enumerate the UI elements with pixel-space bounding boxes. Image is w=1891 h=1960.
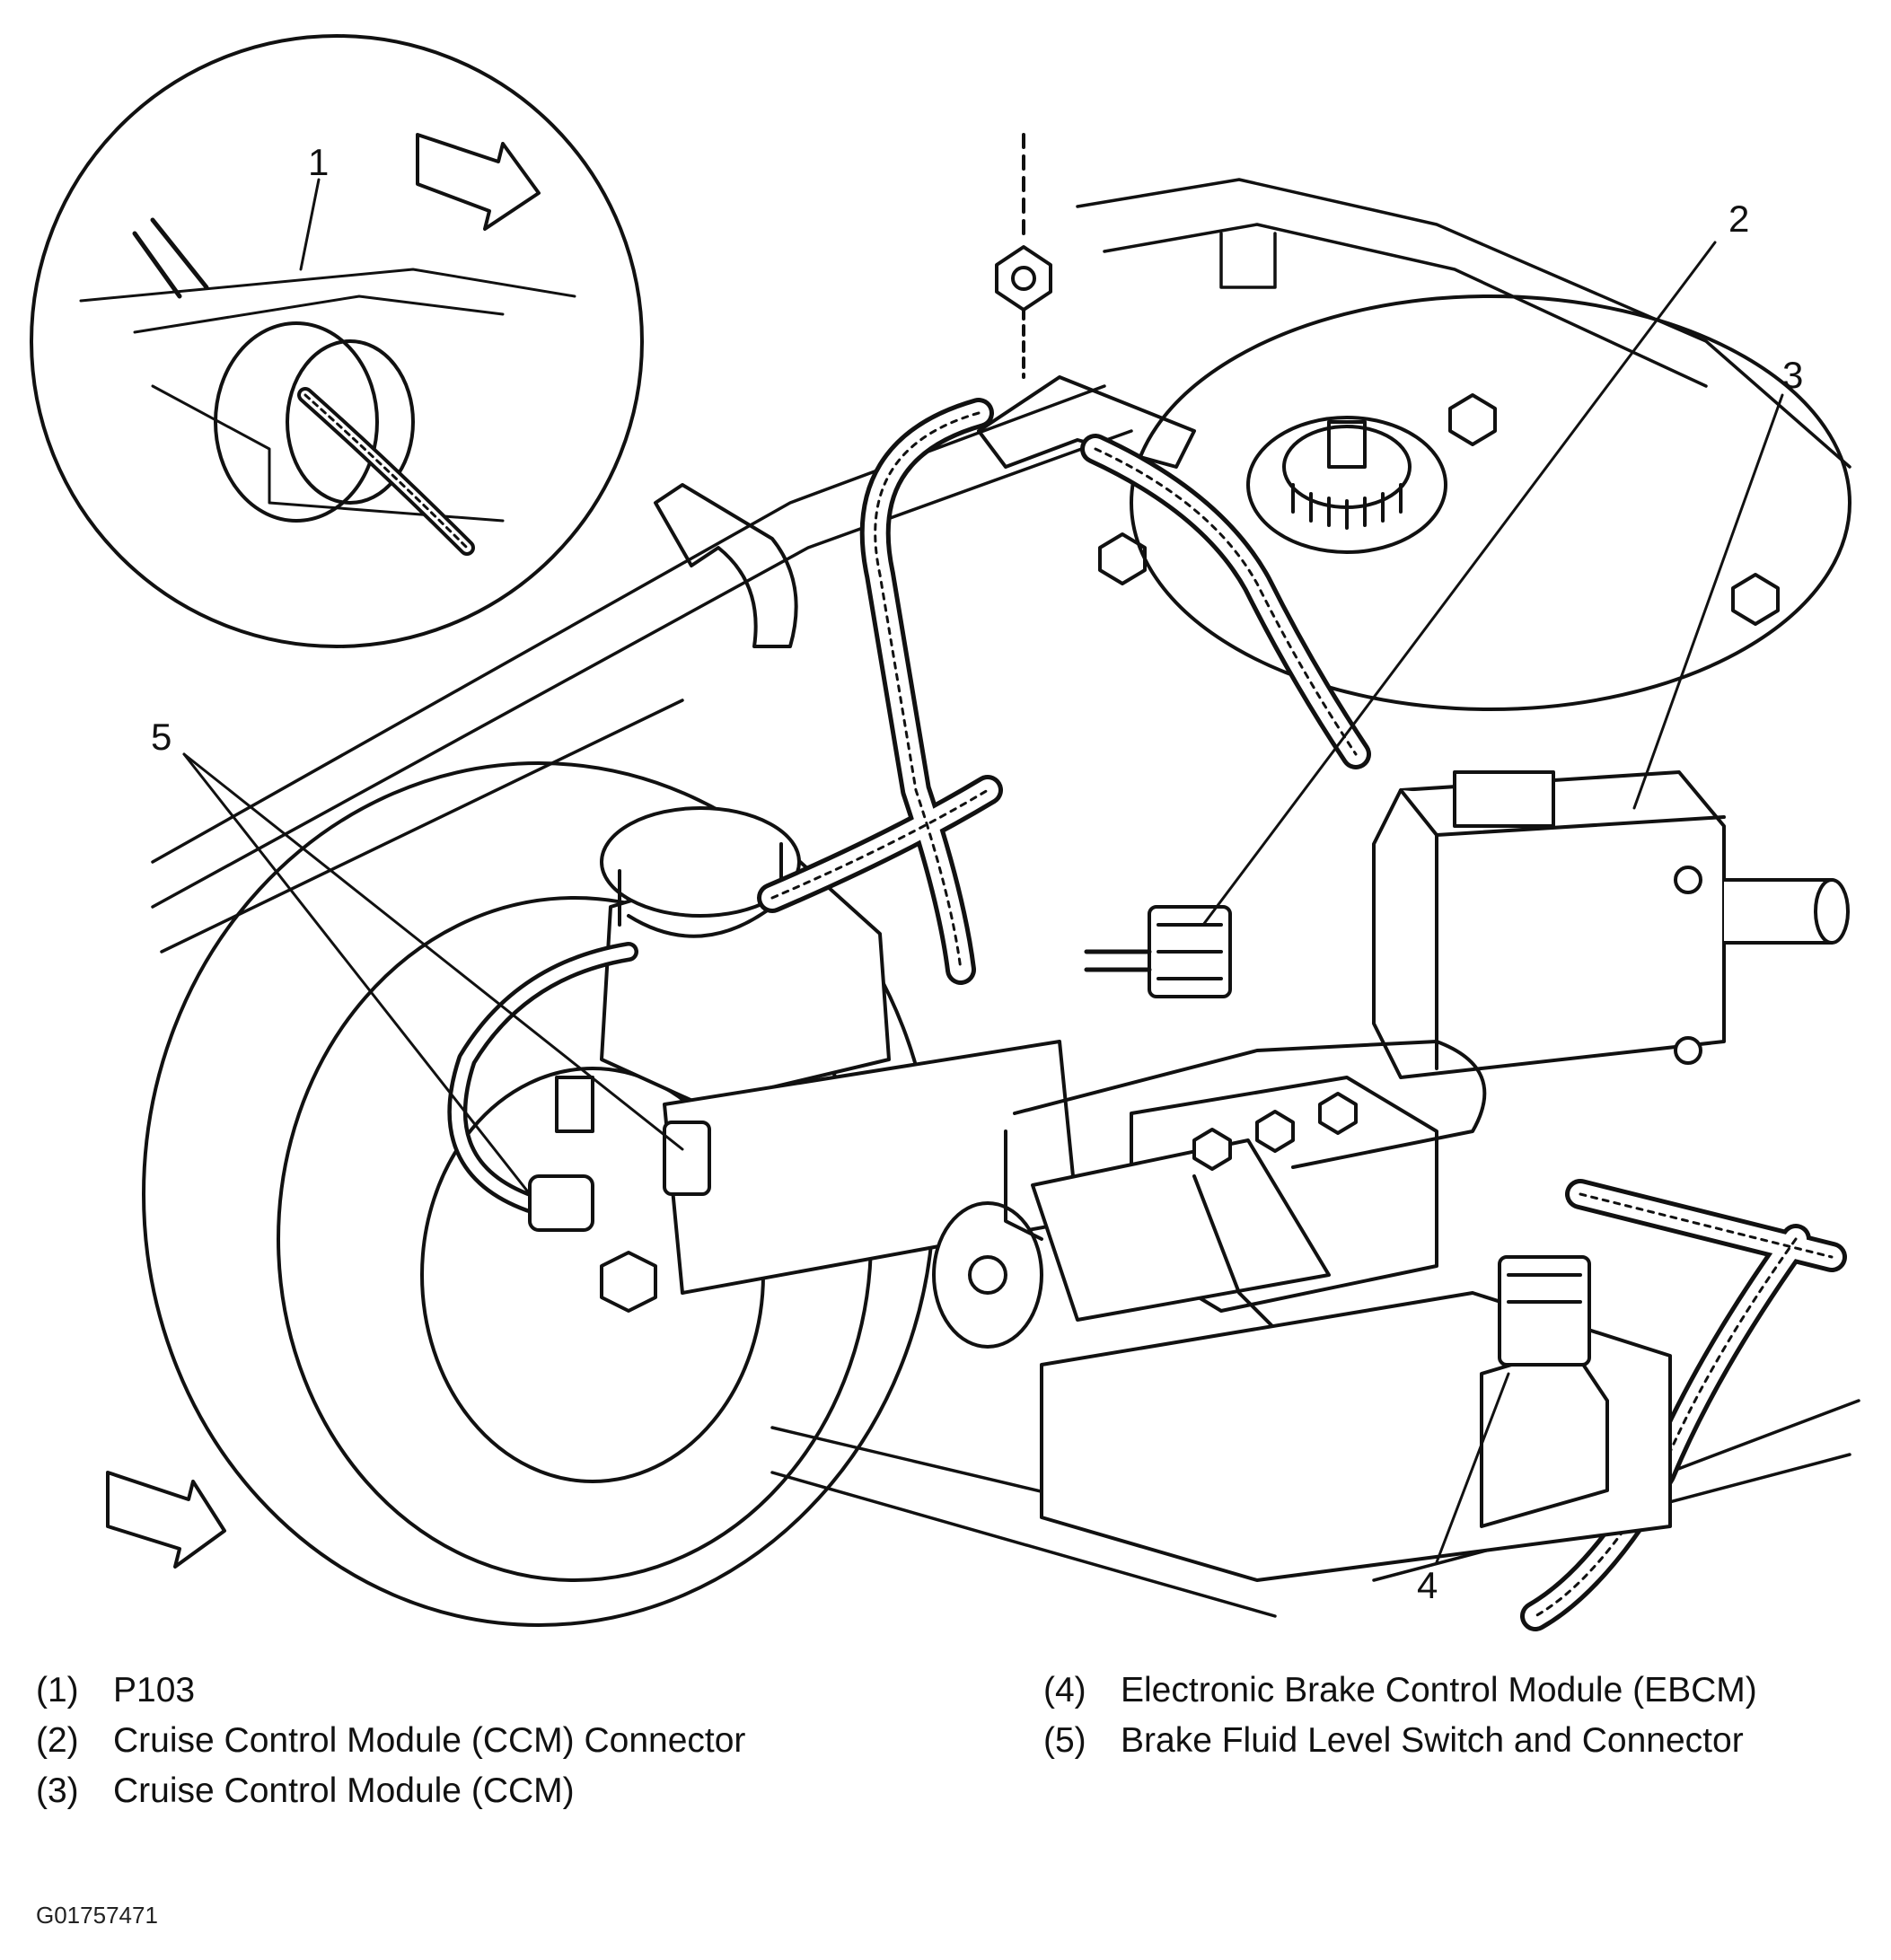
legend-item-4: (4) Electronic Brake Control Module (EBCM… [1043, 1666, 1757, 1716]
legend-number: (4) [1043, 1671, 1086, 1710]
legend-column-left: (1) P103 (2) Cruise Control Module (CCM) C… [36, 1666, 745, 1816]
legend-number: (2) [36, 1721, 79, 1760]
legend-label: Electronic Brake Control Module (EBCM) [1121, 1671, 1757, 1710]
cruise-control-module [1372, 770, 1850, 1079]
legend-item-3: (3) Cruise Control Module (CCM) [36, 1766, 745, 1816]
legend: (1) P103 (2) Cruise Control Module (CCM) C… [36, 1666, 1868, 1899]
figure-id: G01757471 [36, 1902, 158, 1929]
forward-arrow-icon [106, 133, 541, 1569]
detail-zoom-circle [30, 34, 644, 648]
callout-4: 4 [1417, 1564, 1438, 1606]
legend-item-5: (5) Brake Fluid Level Switch and Connecto… [1043, 1716, 1757, 1766]
legend-number: (5) [1043, 1721, 1086, 1760]
callout-5: 5 [151, 716, 172, 758]
legend-item-2: (2) Cruise Control Module (CCM) Connector [36, 1716, 745, 1766]
callout-3: 3 [1782, 354, 1803, 396]
callout-1: 1 [308, 141, 329, 183]
legend-label: Cruise Control Module (CCM) [113, 1771, 575, 1810]
legend-number: (1) [36, 1671, 79, 1710]
brake-lines [1004, 1040, 1487, 1331]
callout-2: 2 [1728, 198, 1749, 240]
legend-item-1: (1) P103 [36, 1666, 745, 1716]
engine-bay-diagram: 1 2 3 4 5 [30, 34, 1860, 1631]
mounting-nuts [995, 133, 1780, 626]
detail-pointer-arrow-icon [654, 483, 798, 648]
legend-label: Cruise Control Module (CCM) Connector [113, 1721, 746, 1760]
brake-fluid-level-switch [528, 1076, 711, 1232]
legend-label: Brake Fluid Level Switch and Connector [1121, 1721, 1744, 1760]
ccm-connector [1084, 905, 1232, 998]
ebcm [1040, 1255, 1672, 1582]
master-cylinder [600, 806, 1079, 1349]
legend-label: P103 [113, 1671, 196, 1710]
abs-modulator [1031, 1076, 1438, 1322]
brake-switch-wire-inner [451, 945, 635, 1209]
legend-column-right: (4) Electronic Brake Control Module (EBCM… [1043, 1666, 1757, 1766]
legend-number: (3) [36, 1771, 79, 1810]
callout-leader-lines [182, 178, 1784, 1564]
strut-tower [977, 294, 1851, 711]
